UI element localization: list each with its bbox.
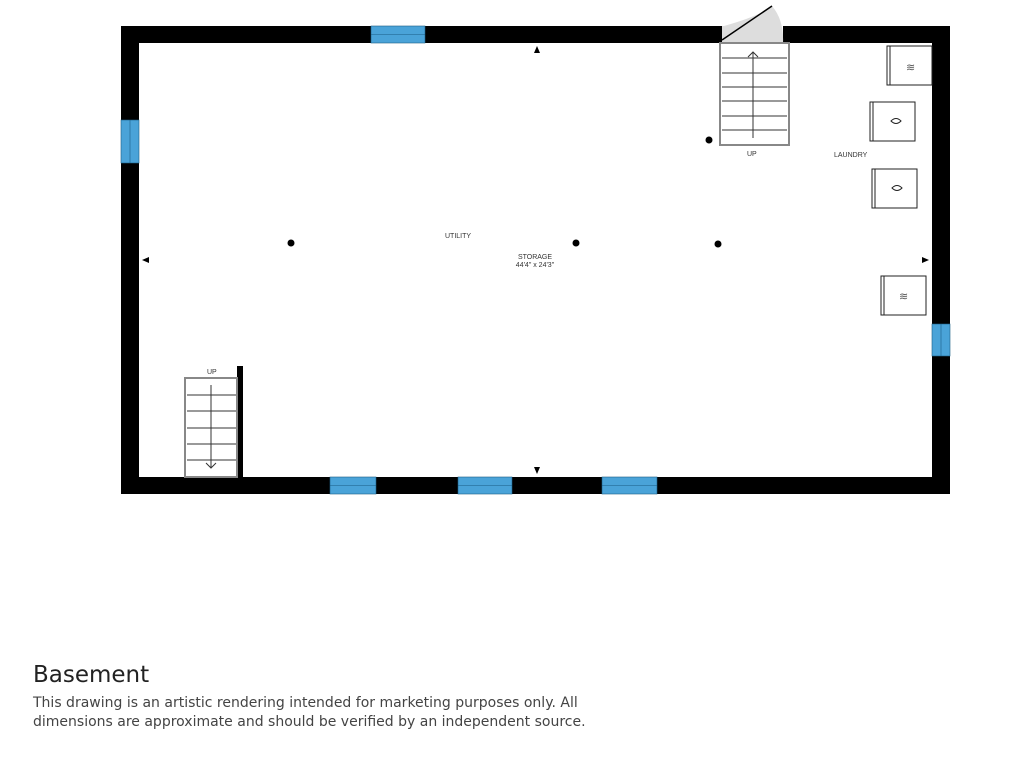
washer-icon (871, 168, 918, 209)
floor-title: Basement (33, 662, 150, 688)
staircase-top[interactable] (719, 5, 790, 146)
staircase-bottom[interactable] (184, 366, 243, 478)
svg-text:≋: ≋ (899, 291, 908, 303)
svg-text:≋: ≋ (906, 62, 915, 74)
windows (120, 25, 951, 495)
room-label-laundry: LAUNDRY (834, 152, 868, 159)
heater-icon: ≋ (880, 275, 927, 316)
dryer-icon: ≋ (886, 45, 933, 86)
room-label-utility: UTILITY (445, 233, 471, 240)
stairs-top-label: UP (747, 151, 757, 158)
dimension-markers (142, 46, 929, 474)
support-posts (287, 136, 722, 248)
disclaimer-text: This drawing is an artistic rendering in… (33, 695, 586, 730)
stairs-bottom-label: UP (207, 369, 217, 376)
washer-icon (869, 101, 916, 142)
laundry-appliances: ≋ ≋ (869, 45, 933, 316)
room-label-storage: STORAGE (518, 254, 552, 261)
room-dimensions-storage: 44'4" x 24'3" (516, 262, 555, 269)
